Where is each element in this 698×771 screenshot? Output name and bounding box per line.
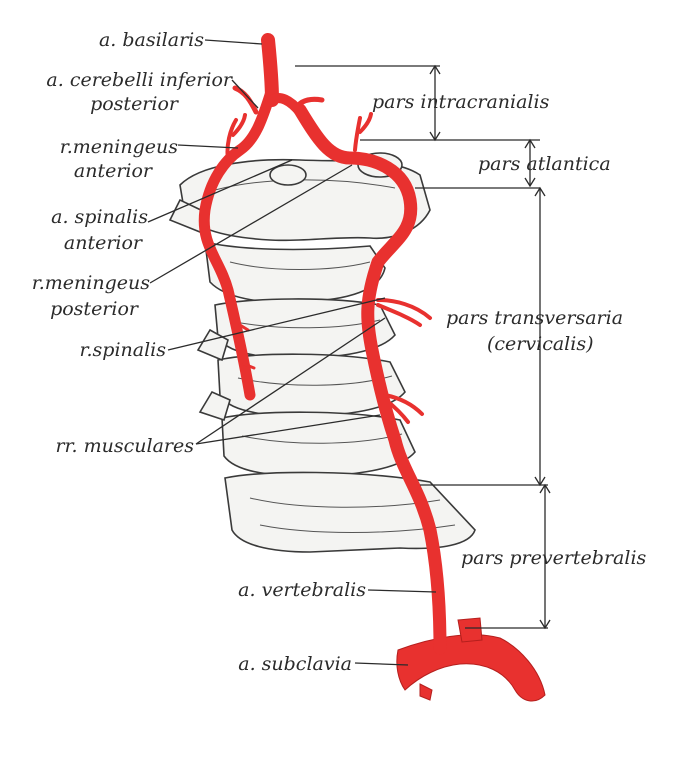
leader-vertebralis — [367, 589, 437, 593]
label-spinalis-anterior-1: a. spinalis — [51, 206, 148, 228]
label-musculares: rr. musculares — [55, 435, 194, 457]
label-basilaris: a. basilaris — [99, 29, 204, 51]
vertebral-artery — [198, 33, 546, 702]
leader-subclavia — [354, 662, 409, 666]
label-vertebralis: a. vertebralis — [238, 579, 366, 601]
label-meningeus-anterior-2: anterior — [74, 160, 154, 182]
leader-lines — [147, 39, 437, 666]
leader-meningeus-anterior — [177, 144, 239, 149]
label-meningeus-posterior-2: posterior — [50, 298, 140, 320]
vertebral-artery-trunk — [293, 103, 447, 655]
subclavian-artery — [396, 634, 546, 702]
cervical-spine-illustration — [168, 152, 476, 553]
leader-spinalis-anterior — [147, 159, 293, 223]
atlas-vertebra — [179, 158, 431, 242]
leader-cerebelli — [231, 79, 259, 109]
leader-r-spinalis — [167, 297, 386, 351]
segment-atlantica: pars atlantica — [478, 153, 611, 175]
label-meningeus-anterior-1: r.meningeus — [60, 136, 178, 158]
leader-basilaris — [204, 39, 263, 45]
dens — [269, 164, 307, 186]
leader-musculares-2 — [195, 414, 381, 445]
label-subclavia: a. subclavia — [238, 653, 352, 675]
label-spinalis-anterior-2: anterior — [64, 232, 144, 254]
segment-labels: pars intracranialis pars atlantica pars … — [372, 91, 647, 569]
basilar-artery — [261, 33, 279, 107]
label-r-spinalis: r.spinalis — [80, 339, 167, 361]
segment-intracranialis: pars intracranialis — [372, 91, 550, 113]
segment-transversaria-1: pars transversaria — [446, 307, 623, 329]
label-cerebelli-2: posterior — [90, 93, 180, 115]
segment-prevertebralis: pars prevertebralis — [461, 547, 647, 569]
label-meningeus-posterior-1: r.meningeus — [32, 272, 150, 294]
leader-meningeus-posterior — [149, 164, 353, 284]
leader-musculares-1 — [195, 317, 386, 445]
vertebra-c5 — [221, 411, 416, 477]
structure-labels: a. basilaris a. cerebelli inferior poste… — [32, 29, 366, 675]
segment-transversaria-2: (cervicalis) — [487, 333, 593, 355]
label-cerebelli-1: a. cerebelli inferior — [46, 69, 233, 91]
segment-brackets — [295, 64, 551, 630]
